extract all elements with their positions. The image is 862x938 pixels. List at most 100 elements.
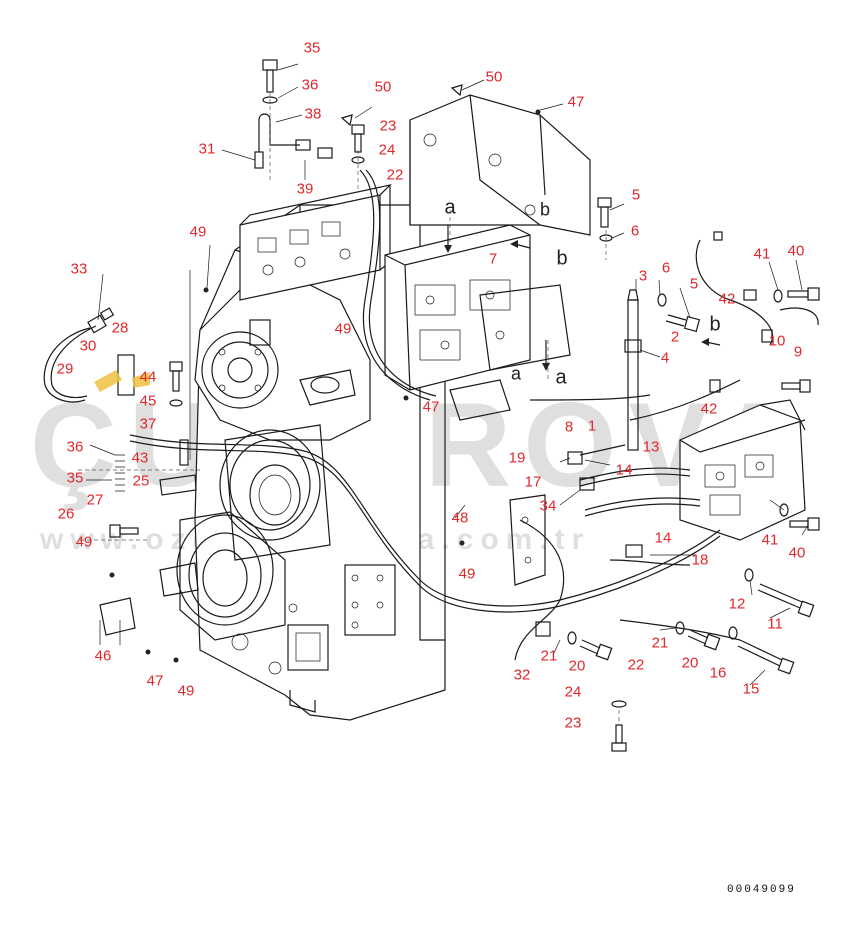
- output-flange-upper: [219, 424, 331, 561]
- main-valve-body: [384, 224, 571, 421]
- callout-7: 7: [488, 250, 498, 268]
- bolt-15: [737, 639, 795, 675]
- connector-top: [713, 231, 723, 241]
- bolt-40-bottom: [789, 517, 820, 531]
- bolt-40-top: [787, 287, 820, 301]
- callout-8: 8: [564, 418, 574, 436]
- callout-2: 2: [670, 328, 680, 346]
- sensor-42-top: [743, 289, 757, 301]
- callout-29: 29: [56, 360, 74, 378]
- highlight-30: [94, 370, 122, 392]
- bolt-20-left: [579, 639, 613, 661]
- callout-3: 3: [638, 267, 648, 285]
- callout-19: 19: [508, 449, 526, 467]
- callout-47: 47: [567, 93, 585, 111]
- callout-33: 33: [70, 260, 88, 278]
- washer-21-right: [675, 621, 685, 635]
- bolt-5-top: [597, 197, 612, 228]
- callout-30: 30: [79, 337, 97, 355]
- callout-13: 13: [642, 438, 660, 456]
- callout-9: 9: [793, 343, 803, 361]
- callout-40: 40: [788, 544, 806, 562]
- callout-47: 47: [422, 398, 440, 416]
- dipstick-tube: [579, 289, 642, 456]
- washer-24-bottom: [611, 700, 627, 708]
- callout-23: 23: [379, 117, 397, 135]
- callout-35: 35: [303, 39, 321, 57]
- callout-37: 37: [139, 415, 157, 433]
- sensor-33: [87, 307, 115, 334]
- clip-39: [295, 139, 311, 151]
- plug-50-left: [340, 114, 353, 127]
- spring-43: [115, 454, 125, 492]
- drawing-code: 00049099: [727, 884, 796, 896]
- washer-41-bottom: [779, 503, 789, 517]
- callout-31: 31: [198, 140, 216, 158]
- screw-49-c: [459, 540, 465, 546]
- sensor-42-mid: [709, 379, 721, 393]
- callout-50: 50: [485, 68, 503, 86]
- view-mark-a: a: [510, 363, 522, 384]
- callout-5: 5: [631, 186, 641, 204]
- callout-32: 32: [513, 666, 531, 684]
- view-mark-b: b: [556, 247, 568, 270]
- bolt-35-top: [262, 59, 278, 93]
- callout-24: 24: [378, 141, 396, 159]
- callout-21: 21: [540, 647, 558, 665]
- leader-lines: [86, 63, 809, 686]
- screw-49-a: [203, 287, 209, 293]
- upper-valve-housing: [409, 94, 591, 236]
- callout-40: 40: [787, 242, 805, 260]
- sensor-10: [761, 329, 773, 343]
- callout-6: 6: [661, 259, 671, 277]
- washer-45: [169, 399, 183, 407]
- highlight-44: [132, 372, 150, 388]
- control-valve-block: [239, 183, 392, 301]
- output-flange-lower: [176, 511, 286, 651]
- callout-12: 12: [728, 595, 746, 613]
- view-mark-b: b: [709, 313, 721, 336]
- washer-6-mid: [657, 293, 667, 307]
- callout-49: 49: [75, 533, 93, 551]
- clip-39-b: [317, 147, 333, 159]
- callout-1: 1: [587, 417, 597, 435]
- callout-35: 35: [66, 469, 84, 487]
- callout-46: 46: [94, 647, 112, 665]
- view-mark-a: a: [444, 196, 456, 219]
- callout-23: 23: [564, 714, 582, 732]
- screw-47-b: [535, 109, 541, 115]
- view-mark-b: b: [539, 199, 551, 220]
- callout-20: 20: [681, 654, 699, 672]
- bolt-2: [665, 314, 701, 333]
- callout-16: 16: [709, 664, 727, 682]
- callout-36: 36: [301, 76, 319, 94]
- fitting-19: [567, 451, 583, 465]
- callout-39: 39: [296, 180, 314, 198]
- assembly-lines: [78, 92, 620, 725]
- callout-14: 14: [654, 529, 672, 547]
- bolt-20-right: [687, 629, 721, 651]
- callout-20: 20: [568, 657, 586, 675]
- callout-27: 27: [86, 491, 104, 509]
- plug-50-top: [450, 84, 463, 97]
- washer-41-top: [773, 289, 783, 303]
- callout-6: 6: [630, 222, 640, 240]
- bolt-26: [109, 524, 139, 538]
- right-hydraulic-valve: [679, 399, 806, 541]
- callout-45: 45: [139, 392, 157, 410]
- callout-50: 50: [374, 78, 392, 96]
- callout-28: 28: [111, 319, 129, 337]
- screw-49-b: [109, 572, 115, 578]
- callout-34: 34: [539, 497, 557, 515]
- fitting-17: [579, 477, 595, 491]
- callout-24: 24: [564, 683, 582, 701]
- callout-25: 25: [132, 472, 150, 490]
- callout-4: 4: [660, 349, 670, 367]
- callout-22: 22: [627, 656, 645, 674]
- callout-41: 41: [761, 531, 779, 549]
- clamp-32: [535, 621, 551, 637]
- callout-36: 36: [66, 438, 84, 456]
- plate-46: [99, 562, 199, 636]
- screw-49-d: [173, 657, 179, 663]
- callout-44: 44: [139, 368, 157, 386]
